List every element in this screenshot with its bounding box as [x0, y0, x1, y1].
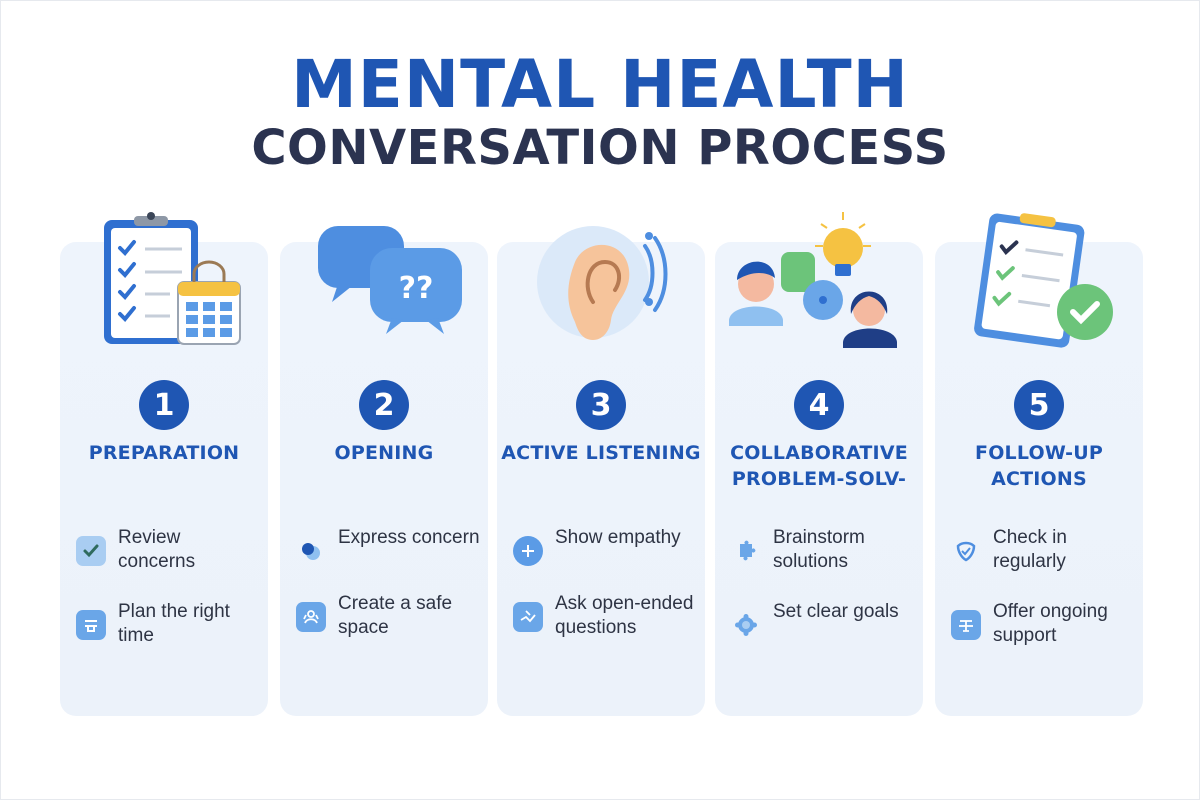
plus-circle-icon — [513, 536, 543, 566]
step-items: Brainstorm solutions Set clear goals — [731, 526, 915, 666]
shield-check-icon — [951, 536, 981, 566]
item-text: Ask open-ended questions — [555, 593, 694, 638]
question-icon — [513, 602, 543, 632]
ear-icon — [537, 226, 668, 340]
support-icon — [951, 610, 981, 640]
people-puzzle-lightbulb-icon — [729, 212, 897, 348]
list-item: Check in regularly — [951, 526, 1135, 574]
step-title: COLLABORATIVE PROBLEM-SOLV- — [730, 442, 908, 490]
list-item: Offer ongoing support — [951, 600, 1135, 648]
step-title: ACTIVE LISTENING — [501, 442, 701, 464]
step-number-badge: 3 — [576, 380, 626, 430]
list-item: Ask open-ended questions — [513, 592, 697, 640]
svg-text:??: ?? — [399, 271, 434, 306]
step-number-badge: 5 — [1014, 380, 1064, 430]
safe-space-icon — [296, 602, 326, 632]
bubble-icon — [296, 536, 326, 566]
step-items: Show empathy Ask open-ended questions — [513, 526, 697, 666]
list-item: Set clear goals — [731, 600, 915, 640]
list-item: Show empathy — [513, 526, 697, 566]
item-text: Show empathy — [555, 527, 681, 548]
item-text: Brainstorm solutions — [773, 527, 865, 572]
step-number-badge: 2 — [359, 380, 409, 430]
step-card-opening: ?? 2 OPENING Express concern Create a sa… — [280, 226, 488, 716]
speech-bubbles-icon: ?? — [318, 226, 462, 334]
puzzle-icon — [731, 536, 761, 566]
step-card-follow-up-actions: 5 FOLLOW-UP ACTIONS Check in regularly O… — [935, 213, 1143, 716]
list-item: Review concerns — [76, 526, 260, 574]
title-line-2: CONVERSATION PROCESS — [251, 120, 949, 176]
step-title: FOLLOW-UP ACTIONS — [975, 442, 1103, 490]
list-item: Create a safe space — [296, 592, 480, 640]
item-text: Create a safe space — [338, 593, 453, 638]
step-card-collaborative-problem-solving: 4 COLLABORATIVE PROBLEM-SOLV- Brainstorm… — [715, 212, 923, 716]
step-items: Express concern Create a safe space — [296, 526, 480, 666]
step-number-badge: 4 — [794, 380, 844, 430]
step-items: Check in regularly Offer ongoing support — [951, 526, 1135, 674]
item-text: Express concern — [338, 527, 480, 548]
checkbox-icon — [76, 536, 106, 566]
step-title: PREPARATION — [88, 442, 240, 464]
gear-icon — [731, 610, 761, 640]
item-text: Check in regularly — [993, 527, 1067, 572]
list-item: Brainstorm solutions — [731, 526, 915, 574]
item-text: Review concerns — [118, 527, 196, 572]
list-item: Express concern — [296, 526, 480, 566]
clipboard-calendar-icon — [104, 212, 241, 345]
step-card-active-listening: 3 ACTIVE LISTENING Show empathy Ask open… — [497, 226, 705, 716]
item-text: Plan the right time — [118, 601, 230, 646]
step-number-badge: 1 — [139, 380, 189, 430]
item-text: Set clear goals — [773, 601, 899, 622]
step-card-preparation: 1 PREPARATION Review concerns Plan the r… — [60, 212, 268, 716]
clipboard-check-icon — [974, 213, 1113, 348]
schedule-icon — [76, 610, 106, 640]
item-text: Offer ongoing support — [993, 601, 1108, 646]
step-title: OPENING — [334, 442, 434, 464]
title-line-1: MENTAL HEALTH — [291, 46, 909, 123]
step-items: Review concerns Plan the right time — [76, 526, 260, 674]
list-item: Plan the right time — [76, 600, 260, 648]
